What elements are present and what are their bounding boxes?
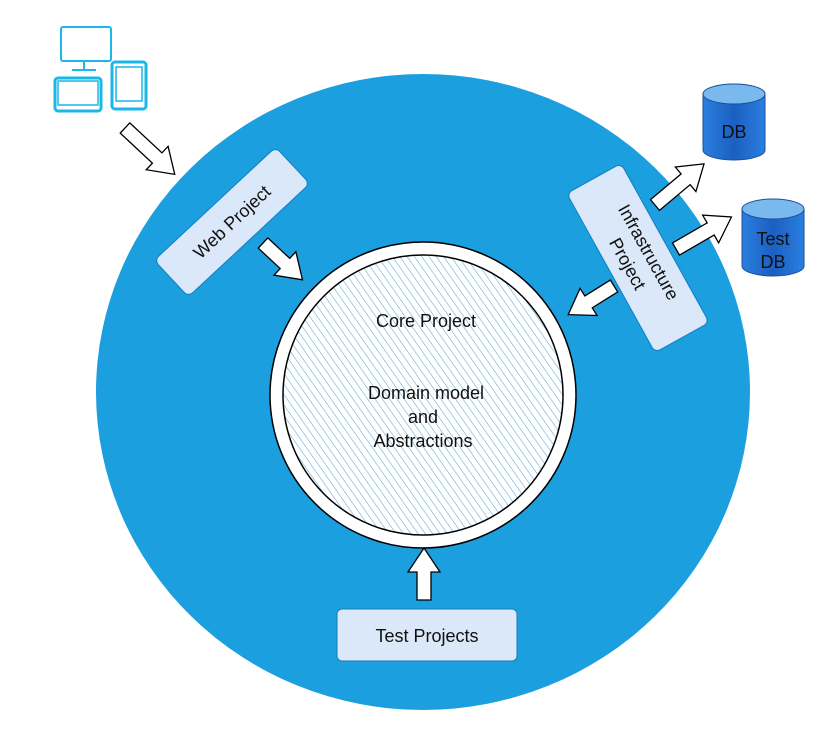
devices-icon (53, 26, 148, 113)
arrow-infra-to-db (649, 163, 705, 212)
db-label: DB (721, 122, 746, 142)
arrow-infra-to-test-db (671, 214, 733, 256)
test-database-icon: Test DB (741, 198, 805, 277)
core-abstractions-text: Abstractions (373, 431, 472, 451)
test-projects-label: Test Projects (375, 626, 478, 646)
core-domain-model-text: Domain model (368, 383, 484, 403)
database-icon: DB (702, 83, 766, 161)
arrow-tests-to-core (406, 546, 442, 601)
core-and-text: and (408, 407, 438, 427)
arrow-devices-to-web (119, 121, 176, 176)
test-db-db-label: DB (760, 252, 785, 272)
test-db-test-label: Test (756, 229, 789, 249)
core-hatched-circle (282, 254, 564, 536)
core-project-title: Core Project (376, 311, 476, 331)
arrow-web-to-core (257, 236, 304, 281)
test-projects-box: Test Projects (336, 608, 518, 662)
arrow-infra-to-core (567, 279, 619, 317)
